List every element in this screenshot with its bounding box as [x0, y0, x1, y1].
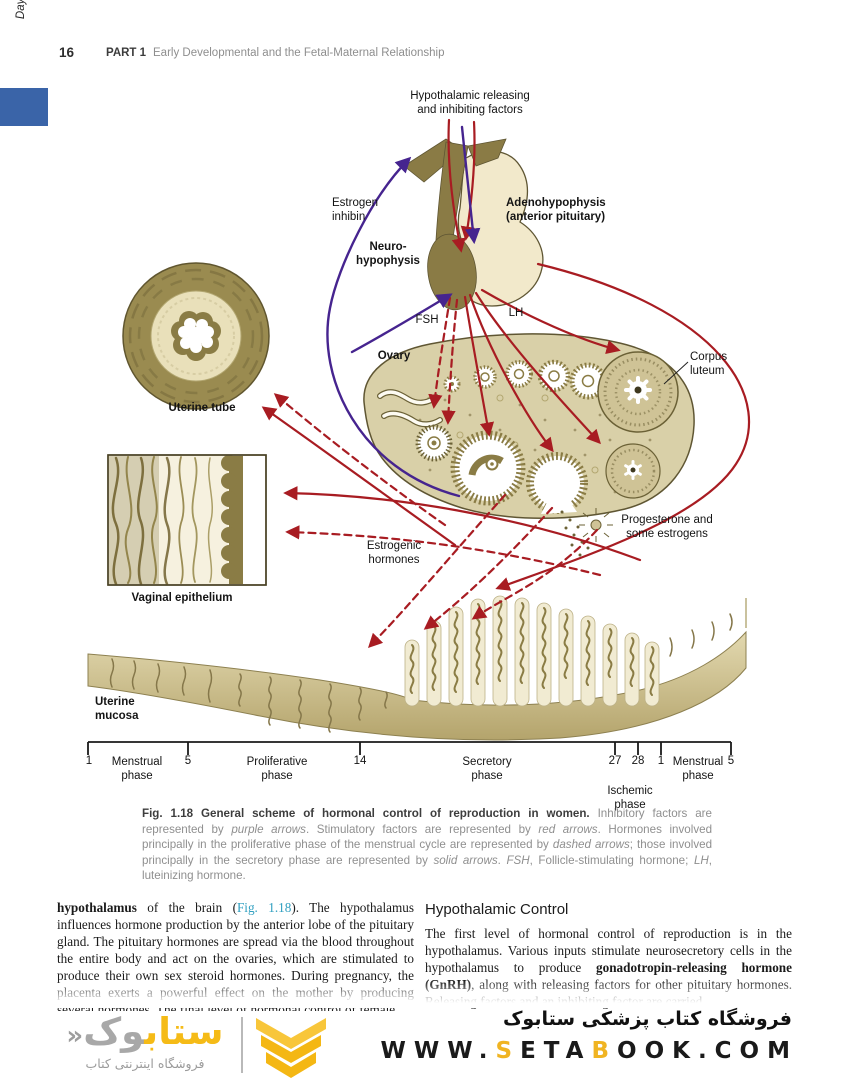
figure-caption: Fig. 1.18 General scheme of hormonal con… — [142, 807, 713, 883]
tick-day-14: 14 — [353, 755, 367, 767]
tick-day-1b: 1 — [657, 755, 665, 767]
pituitary-illustration — [403, 138, 544, 311]
tick-day-5: 5 — [184, 755, 192, 767]
phase-menstrual-2: Menstrual phase — [672, 756, 724, 783]
page-bottom-fade — [0, 980, 844, 1008]
label-ovary: Ovary — [377, 350, 411, 362]
label-estrogen-inhibin: Estrogen inhibin — [332, 197, 379, 223]
label-uterine-mucosa: Uterine mucosa — [95, 696, 139, 722]
timeline-axis — [87, 741, 732, 755]
chapter-tab — [0, 88, 48, 126]
section-heading: Hypothalamic Control — [425, 901, 569, 918]
uterine-tube-illustration — [122, 262, 270, 410]
uterine-mucosa-illustration — [87, 595, 747, 741]
brand-wordmark-main: ستاب — [144, 1010, 224, 1053]
caption-title: Fig. 1.18 General scheme of hormonal con… — [142, 807, 598, 820]
label-vaginal-epithelium: Vaginal epithelium — [131, 592, 233, 604]
chevron-logo-icon — [256, 1018, 326, 1078]
term-hypothalamus: hypothalamus — [57, 900, 137, 915]
brand-wordmark: ستابوک« — [56, 1010, 234, 1053]
ovary-illustration — [363, 333, 695, 557]
figure-link[interactable]: Fig. 1.18 — [236, 900, 292, 915]
tick-day-1: 1 — [85, 755, 93, 767]
timeline-axis-label: Days — [15, 0, 27, 20]
tick-day-5b: 5 — [727, 755, 735, 767]
tick-day-28: 28 — [631, 755, 645, 767]
label-adenohypophysis: Adenohypophysis (anterior pituitary) — [506, 197, 606, 223]
store-url[interactable]: WWW.SETABOOK.COM — [380, 1038, 798, 1064]
tick-day-27: 27 — [608, 755, 622, 767]
label-progesterone: Progesterone and some estrogens — [621, 514, 713, 540]
label-estrogenic-hormones: Estrogenic hormones — [366, 540, 422, 566]
brand-wordmark-tail: وک — [83, 1010, 145, 1053]
phase-proliferative: Proliferative phase — [246, 756, 308, 783]
label-lh: LH — [508, 307, 524, 319]
label-neurohypophysis: Neuro- hypophysis — [356, 241, 420, 267]
logo-divider — [241, 1017, 243, 1073]
part-label: PART 1 — [106, 47, 147, 59]
page-number: 16 — [59, 45, 75, 60]
phase-ischemic: Ischemic phase — [607, 785, 653, 812]
brand-tagline: فروشگاه اینترنتی کتاب — [85, 1056, 205, 1071]
brand-guillemet: « — [66, 1021, 84, 1051]
label-fsh: FSH — [415, 314, 439, 326]
label-uterine-tube: Uterine tube — [168, 402, 236, 414]
part-title: Early Developmental and the Fetal-Matern… — [153, 47, 445, 59]
vaginal-epithelium-illustration — [107, 454, 267, 586]
label-hypothalamic-factors: Hypothalamic releasing and inhibiting fa… — [410, 90, 530, 116]
phase-secretory: Secretory phase — [462, 756, 512, 783]
phase-menstrual-1: Menstrual phase — [111, 756, 163, 783]
figure-1-18-illustration — [87, 118, 751, 755]
store-title-fa: فروشگاه کتاب پزشکی ستابوک — [502, 1008, 792, 1030]
label-corpus-luteum: Corpus luteum — [690, 351, 728, 377]
